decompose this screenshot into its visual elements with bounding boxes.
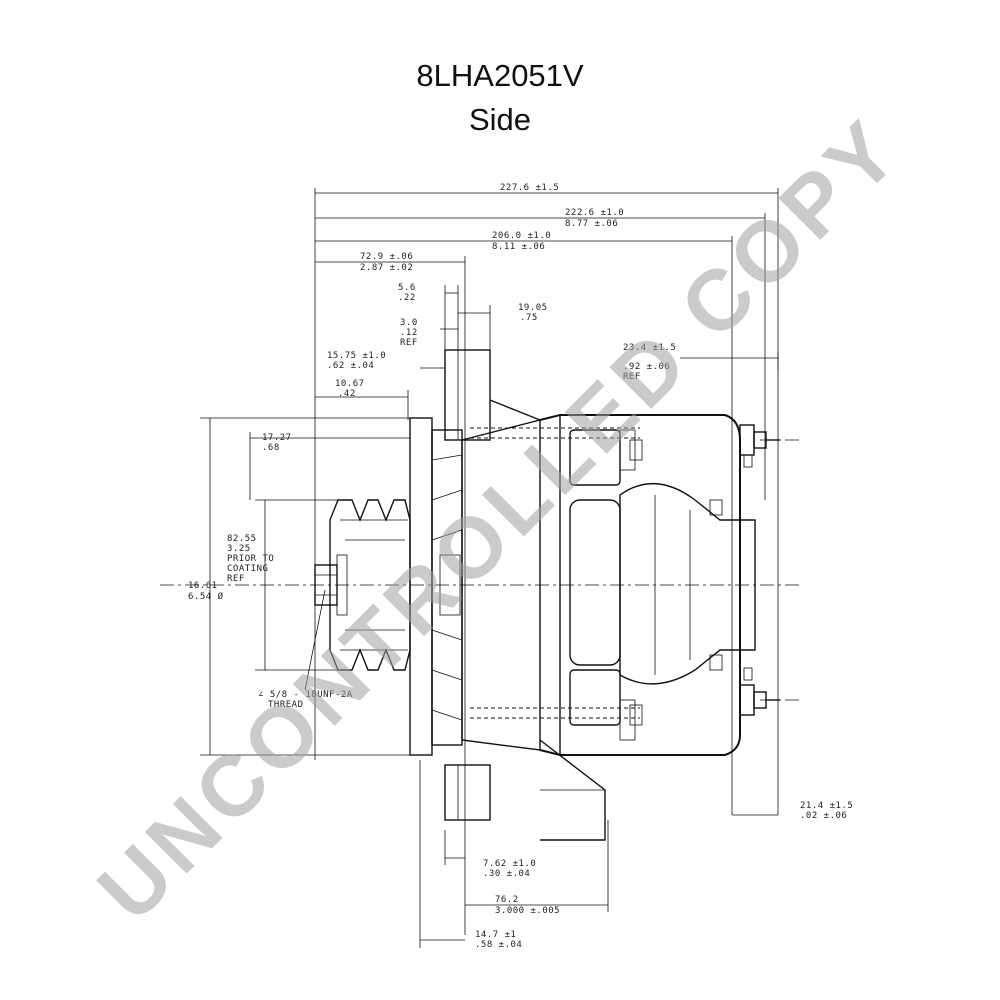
dim-19-in: .75 [520,313,538,323]
page-title: 8LHA2051V [416,58,584,93]
bottom-dimension-lines [419,760,778,948]
dim-15-in: .62 ±.04 [327,361,374,371]
dim-14-in: .58 ±.04 [475,940,522,950]
dimension-labels: 227.6 ±1.5 222.6 ±1.0 8.77 ±.06 206.0 ±1… [188,183,853,950]
dim-7-in: .30 ±.04 [483,869,530,879]
view-subtitle: Side [468,102,532,137]
dim-17-mm: 17.27 [262,433,292,443]
dim-10-in: .42 [338,389,356,399]
dim-21-mm: 21.4 ±1.5 [800,801,853,811]
dim-21-in: .02 ±.06 [800,811,847,821]
dim-17-in: .68 [262,443,280,453]
dim-76-mm: 76.2 [495,895,519,905]
dim-82-in: 3.25 [227,544,251,554]
dim-166-dia: 6.54 Ø [188,591,224,602]
dim-227: 227.6 ±1.5 [500,183,559,193]
dim-7-mm: 7.62 ±1.0 [483,859,536,869]
dim-thread: ∠ 5/8 - 18UNF-2A [258,690,353,700]
pulley [314,499,411,671]
dim-82-note-1: PRIOR TO [227,554,274,564]
dim-15-mm: 15.75 ±1.0 [327,351,386,361]
left-dimension-lines [200,417,420,756]
dim-14-mm: 14.7 ±1 [475,930,516,940]
dim-23-ref: REF [623,372,641,382]
dim-82-note-2: COATING [227,564,268,574]
dim-76-in: 3.000 ±.005 [495,906,560,916]
output-terminals [739,424,780,716]
dim-3-ref: REF [400,338,418,348]
dim-5-mm: 5.6 [398,283,416,293]
dim-82-mm: 82.55 [227,534,257,544]
dim-206-in: 8.11 ±.06 [492,242,545,252]
dim-5-in: .22 [398,293,416,303]
dim-23-mm: 23.4 ±1.5 [623,343,676,353]
front-housing [444,349,640,841]
top-dimension-lines [249,188,779,935]
dim-72-in: 2.87 ±.02 [360,263,413,273]
dim-82-note-3: REF [227,574,245,584]
dim-166-mm: 16.61 [188,581,218,591]
dim-3-in: .12 [400,328,418,338]
dim-thread-label: THREAD [268,700,304,710]
dim-10-mm: 10.67 [335,379,365,389]
rear-housing [619,483,756,685]
dim-23-in: .92 ±.06 [623,362,670,372]
dim-72-mm: 72.9 ±.06 [360,252,413,262]
fan [409,417,463,756]
dim-206-mm: 206.0 ±1.0 [492,231,551,241]
dim-222-mm: 222.6 ±1.0 [565,208,624,218]
dim-3-mm: 3.0 [400,318,418,328]
dim-222-in: 8.77 ±.06 [565,219,618,229]
dim-19-mm: 19.05 [518,303,548,313]
